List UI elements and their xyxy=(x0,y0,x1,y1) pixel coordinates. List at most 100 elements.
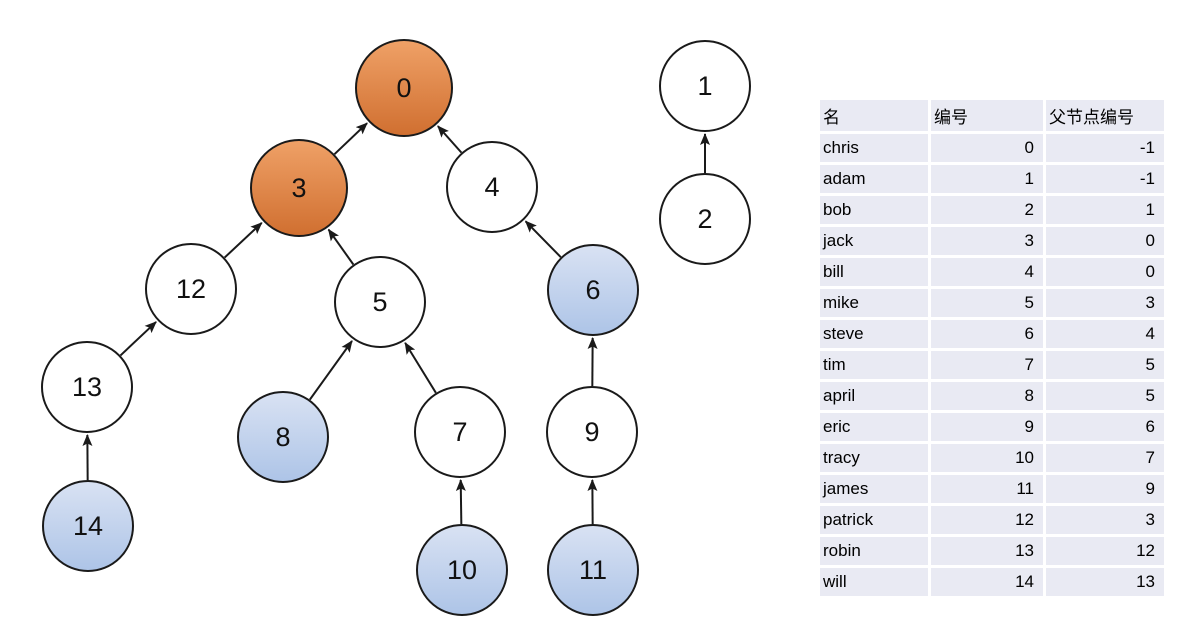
cell-id: 12 xyxy=(931,506,1043,534)
cell-name: robin xyxy=(820,537,928,565)
node-label-9: 9 xyxy=(584,417,599,447)
tree-node-7: 7 xyxy=(414,386,506,478)
node-label-12: 12 xyxy=(176,274,206,304)
cell-name: mike xyxy=(820,289,928,317)
cell-parent-id: 7 xyxy=(1046,444,1164,472)
tree-node-2: 2 xyxy=(659,173,751,265)
cell-id: 7 xyxy=(931,351,1043,379)
node-label-6: 6 xyxy=(585,275,600,305)
tree-node-8: 8 xyxy=(237,391,329,483)
tree-node-11: 11 xyxy=(547,524,639,616)
cell-id: 9 xyxy=(931,413,1043,441)
edge-10-to-7 xyxy=(455,478,466,525)
cell-parent-id: 3 xyxy=(1046,506,1164,534)
cell-id: 1 xyxy=(931,165,1043,193)
node-label-8: 8 xyxy=(275,422,290,452)
cell-parent-id: 13 xyxy=(1046,568,1164,596)
tree-node-12: 12 xyxy=(145,243,237,335)
node-circle-10 xyxy=(416,524,508,616)
cell-name: will xyxy=(820,568,928,596)
node-circle-7 xyxy=(414,386,506,478)
cell-parent-id: 5 xyxy=(1046,351,1164,379)
cell-id: 4 xyxy=(931,258,1043,286)
node-label-4: 4 xyxy=(484,172,499,202)
tree-node-1: 1 xyxy=(659,40,751,132)
cell-parent-id: 0 xyxy=(1046,227,1164,255)
cell-id: 0 xyxy=(931,134,1043,162)
tree-node-3: 3 xyxy=(250,139,348,237)
edge-7-to-5 xyxy=(404,342,437,394)
cell-id: 2 xyxy=(931,196,1043,224)
cell-id: 13 xyxy=(931,537,1043,565)
cell-parent-id: 12 xyxy=(1046,537,1164,565)
header-id: 编号 xyxy=(931,100,1043,131)
edge-3-to-0 xyxy=(333,122,368,155)
cell-name: tim xyxy=(820,351,928,379)
cell-parent-id: -1 xyxy=(1046,134,1164,162)
tree-node-6: 6 xyxy=(547,244,639,336)
cell-name: tracy xyxy=(820,444,928,472)
node-label-1: 1 xyxy=(697,71,712,101)
node-circle-9 xyxy=(546,386,638,478)
node-label-5: 5 xyxy=(372,287,387,317)
cell-id: 3 xyxy=(931,227,1043,255)
cell-parent-id: 6 xyxy=(1046,413,1164,441)
cell-name: bob xyxy=(820,196,928,224)
tree-node-0: 0 xyxy=(355,39,453,137)
node-label-10: 10 xyxy=(447,555,477,585)
node-circle-0 xyxy=(355,39,453,137)
cell-parent-id: 4 xyxy=(1046,320,1164,348)
tree-node-4: 4 xyxy=(446,141,538,233)
edges-layer xyxy=(82,122,710,525)
node-circle-6 xyxy=(547,244,639,336)
cell-name: patrick xyxy=(820,506,928,534)
edge-8-to-5 xyxy=(309,340,353,401)
node-circle-1 xyxy=(659,40,751,132)
cell-id: 10 xyxy=(931,444,1043,472)
cell-parent-id: 5 xyxy=(1046,382,1164,410)
table-header-row: 名 编号 父节点编号 xyxy=(820,100,1164,131)
node-label-14: 14 xyxy=(73,511,103,541)
cell-id: 14 xyxy=(931,568,1043,596)
header-parent-id: 父节点编号 xyxy=(1046,100,1164,131)
edge-12-to-3 xyxy=(223,222,263,259)
tree-node-10: 10 xyxy=(416,524,508,616)
cell-name: james xyxy=(820,475,928,503)
cell-id: 6 xyxy=(931,320,1043,348)
cell-id: 8 xyxy=(931,382,1043,410)
cell-parent-id: 3 xyxy=(1046,289,1164,317)
edge-5-to-3 xyxy=(327,228,355,266)
edge-13-to-12 xyxy=(119,321,157,357)
node-circle-13 xyxy=(41,341,133,433)
tree-node-5: 5 xyxy=(334,256,426,348)
node-circle-12 xyxy=(145,243,237,335)
tree-node-13: 13 xyxy=(41,341,133,433)
cell-name: bill xyxy=(820,258,928,286)
node-label-13: 13 xyxy=(72,372,102,402)
cell-parent-id: 1 xyxy=(1046,196,1164,224)
node-circle-3 xyxy=(250,139,348,237)
node-circle-5 xyxy=(334,256,426,348)
node-label-3: 3 xyxy=(291,173,306,203)
cell-name: jack xyxy=(820,227,928,255)
tree-node-14: 14 xyxy=(42,480,134,572)
edge-4-to-0 xyxy=(437,125,463,154)
node-circle-11 xyxy=(547,524,639,616)
tree-node-9: 9 xyxy=(546,386,638,478)
